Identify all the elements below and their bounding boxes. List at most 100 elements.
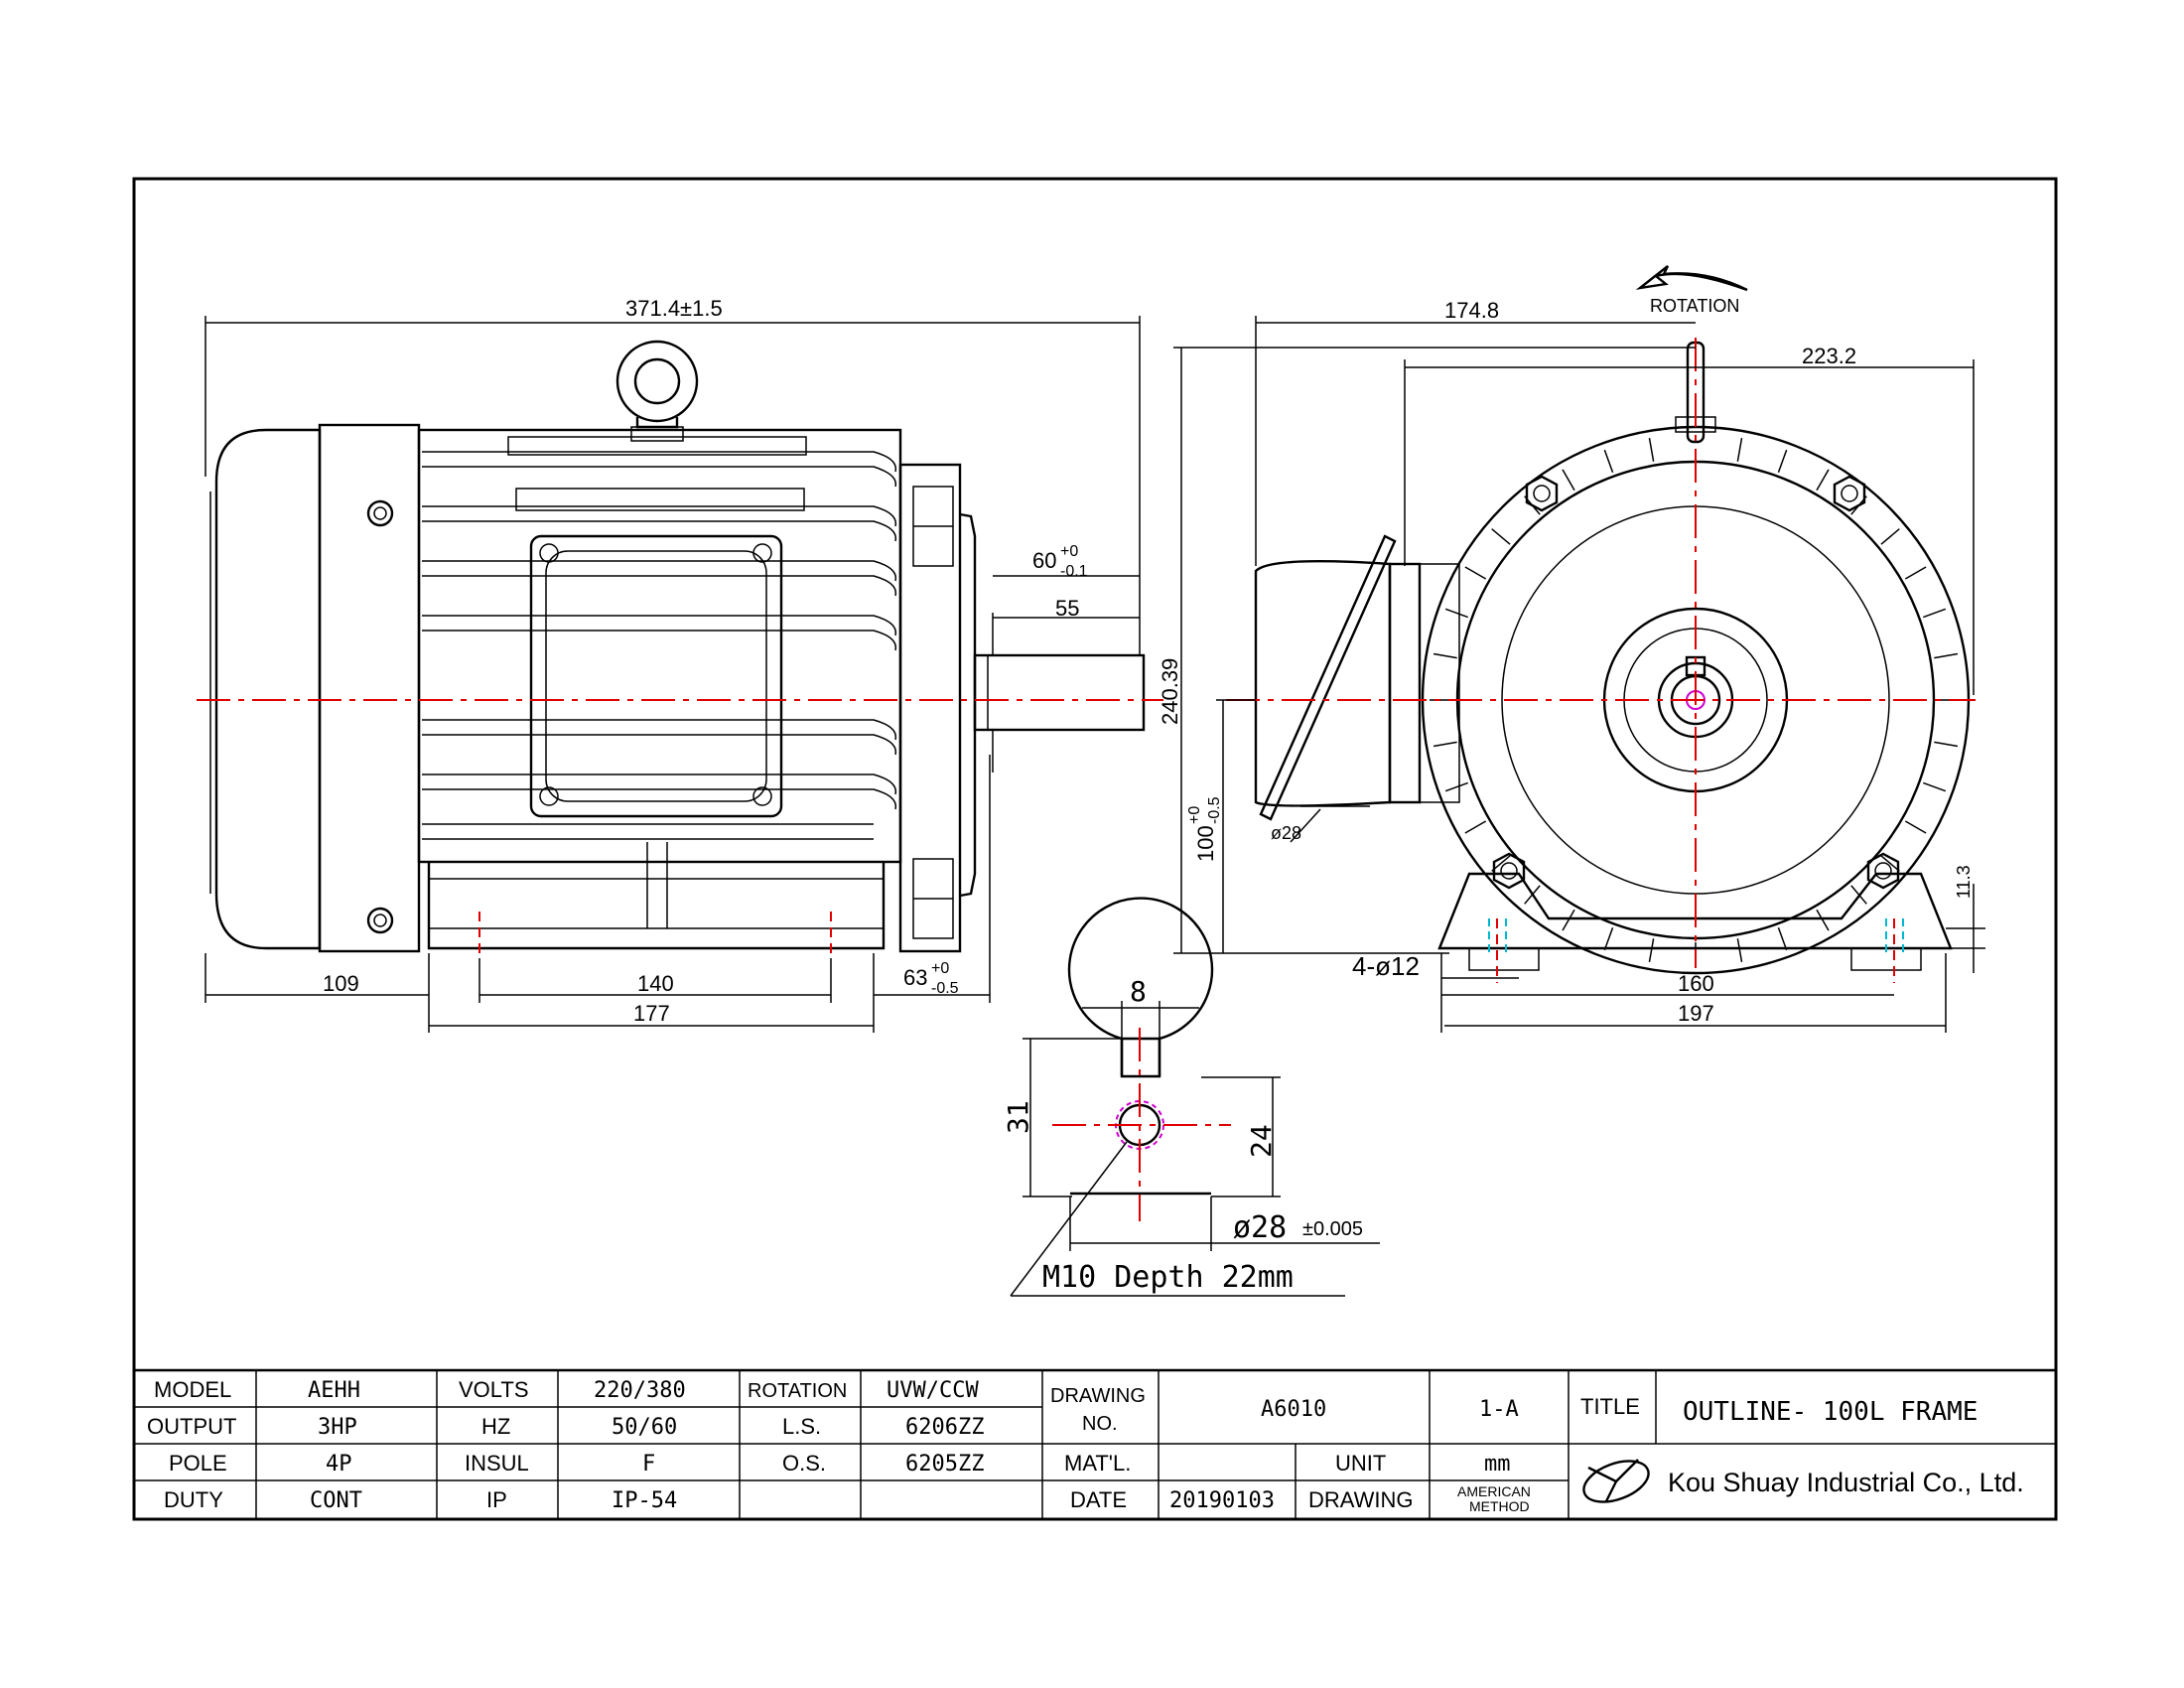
- rotation-arrow-icon: [1635, 265, 1748, 292]
- tb-pole-value: 4P: [326, 1452, 352, 1477]
- box-screw-icon: [539, 543, 559, 563]
- label-rotation: ROTATION: [1650, 296, 1739, 316]
- dim-shaft-length-sup: +0: [1060, 543, 1078, 560]
- fan-slot: [1433, 652, 1457, 659]
- fan-slot: [1934, 741, 1959, 748]
- dim-fan-dia: 223.2: [1802, 344, 1856, 368]
- tb-date-label: DATE: [1070, 1487, 1127, 1512]
- fan-slot: [1923, 781, 1947, 792]
- dim-shaft-height-sub: -0.5: [1206, 796, 1223, 824]
- tb-rotation-label: ROTATION: [748, 1380, 847, 1402]
- box-screw-icon: [752, 786, 772, 806]
- rear-bolt-icon: [366, 907, 394, 934]
- dim-conduit-dia: ø28: [1271, 823, 1301, 843]
- tb-drawing-no-label-1: DRAWING: [1050, 1385, 1146, 1407]
- dim-shaft-height-sup: +0: [1186, 806, 1203, 824]
- hex-bolt-icon: [1833, 475, 1866, 512]
- front-end-bell: [898, 463, 962, 953]
- tb-pole-label: POLE: [169, 1451, 227, 1476]
- dim-shaft-flat: 24: [1245, 1124, 1278, 1158]
- tb-unit-label: UNIT: [1335, 1451, 1386, 1476]
- tb-method-2: METHOD: [1469, 1498, 1530, 1514]
- dim-mount-holes: 4-ø12: [1352, 951, 1420, 981]
- tb-ip-value: IP-54: [612, 1488, 677, 1513]
- fan-slot: [1603, 449, 1614, 473]
- dim-front-foot: 63: [903, 965, 927, 990]
- fan-slot: [1923, 608, 1947, 619]
- tb-model-value: AEHH: [308, 1378, 360, 1403]
- end-view: [1173, 265, 1985, 1033]
- hex-bolt-icon: [1525, 475, 1559, 512]
- hex-bolt-icon: [1866, 852, 1900, 890]
- terminal-box: [529, 534, 783, 818]
- tb-unit: mm: [1484, 1452, 1511, 1477]
- dim-front-foot-sup: +0: [931, 960, 949, 977]
- tb-drawing-no: A6010: [1261, 1397, 1326, 1422]
- tb-model-label: MODEL: [154, 1377, 231, 1402]
- box-screw-icon: [752, 543, 772, 563]
- fan-slot: [1491, 528, 1511, 545]
- tb-duty-label: DUTY: [164, 1487, 223, 1512]
- fan-slot: [1816, 909, 1830, 931]
- dim-foot-hole-spacing: 140: [637, 971, 674, 996]
- tb-method-1: AMERICAN: [1457, 1483, 1531, 1499]
- shaft-section: [1067, 897, 1214, 1078]
- fan-slot: [1444, 781, 1468, 792]
- tb-volts-label: VOLTS: [459, 1377, 529, 1402]
- tb-revision: 1-A: [1479, 1397, 1519, 1422]
- tb-hz-value: 50/60: [612, 1415, 677, 1440]
- output-shaft: [973, 653, 1146, 732]
- tb-volts-value: 220/380: [594, 1378, 686, 1403]
- note-tap: M10 Depth 22mm: [1042, 1260, 1294, 1295]
- fan-slot: [1904, 820, 1927, 834]
- dim-rear-to-foot: 109: [323, 971, 359, 996]
- dim-overall-length: 371.4±1.5: [625, 296, 723, 321]
- motor-foot: [427, 862, 886, 950]
- dim-box-offset: 174.8: [1444, 298, 1499, 323]
- dim-shaft-dia-tol: ±0.005: [1302, 1218, 1363, 1240]
- fan-slots: [1430, 437, 1962, 966]
- tb-company: Kou Shuay Industrial Co., Ltd.: [1668, 1468, 2024, 1497]
- rear-end-bell: [318, 423, 421, 953]
- dim-key-width: 8: [1130, 975, 1147, 1008]
- fan-slot: [1904, 566, 1927, 580]
- tb-output-value: 3HP: [318, 1415, 357, 1440]
- dim-shaft-length: 60: [1032, 548, 1056, 573]
- tb-ls-label: L.S.: [782, 1414, 821, 1439]
- dim-shaft-height: 100: [1193, 825, 1218, 862]
- conduit-box: [1254, 560, 1392, 807]
- dim-foot-length: 177: [633, 1001, 670, 1026]
- tb-ls-value: 6206ZZ: [905, 1415, 984, 1440]
- tb-drawing-label: DRAWING: [1308, 1487, 1414, 1512]
- dim-overall-height: 240.39: [1158, 658, 1182, 725]
- drawing-border: [132, 177, 2058, 1521]
- fan-slot: [1934, 652, 1959, 659]
- motor-body: [417, 428, 902, 864]
- tb-date: 20190103: [1169, 1488, 1275, 1513]
- tb-material-label: MAT'L.: [1064, 1451, 1131, 1476]
- company-logo-icon: [1582, 1459, 1650, 1503]
- tb-drawing-no-label-2: NO.: [1082, 1413, 1118, 1435]
- tb-hz-label: HZ: [481, 1414, 510, 1439]
- fan-slot: [1777, 927, 1788, 951]
- tb-os-label: O.S.: [782, 1451, 826, 1476]
- tb-title-label: TITLE: [1580, 1394, 1640, 1419]
- side-view: [197, 316, 1163, 1033]
- dim-shaft-length-sub: -0.1: [1060, 563, 1088, 580]
- fan-slot: [1603, 927, 1614, 951]
- fan-slot: [1464, 566, 1487, 580]
- fan-slot: [1648, 938, 1655, 963]
- tb-output-label: OUTPUT: [147, 1414, 236, 1439]
- lifting-eye-icon: [615, 340, 699, 423]
- tb-insul-value: F: [642, 1452, 655, 1477]
- fan-slot: [1562, 909, 1575, 931]
- rear-bolt-icon: [366, 499, 394, 527]
- tb-os-value: 6205ZZ: [905, 1452, 984, 1477]
- fan-slot: [1736, 437, 1743, 462]
- dim-foot-thickness: 11.3: [1954, 865, 1974, 899]
- tb-insul-label: INSUL: [465, 1451, 529, 1476]
- fan-slot: [1736, 938, 1743, 963]
- fan-cover: [214, 428, 322, 950]
- dim-foot-hole-width: 160: [1678, 971, 1714, 996]
